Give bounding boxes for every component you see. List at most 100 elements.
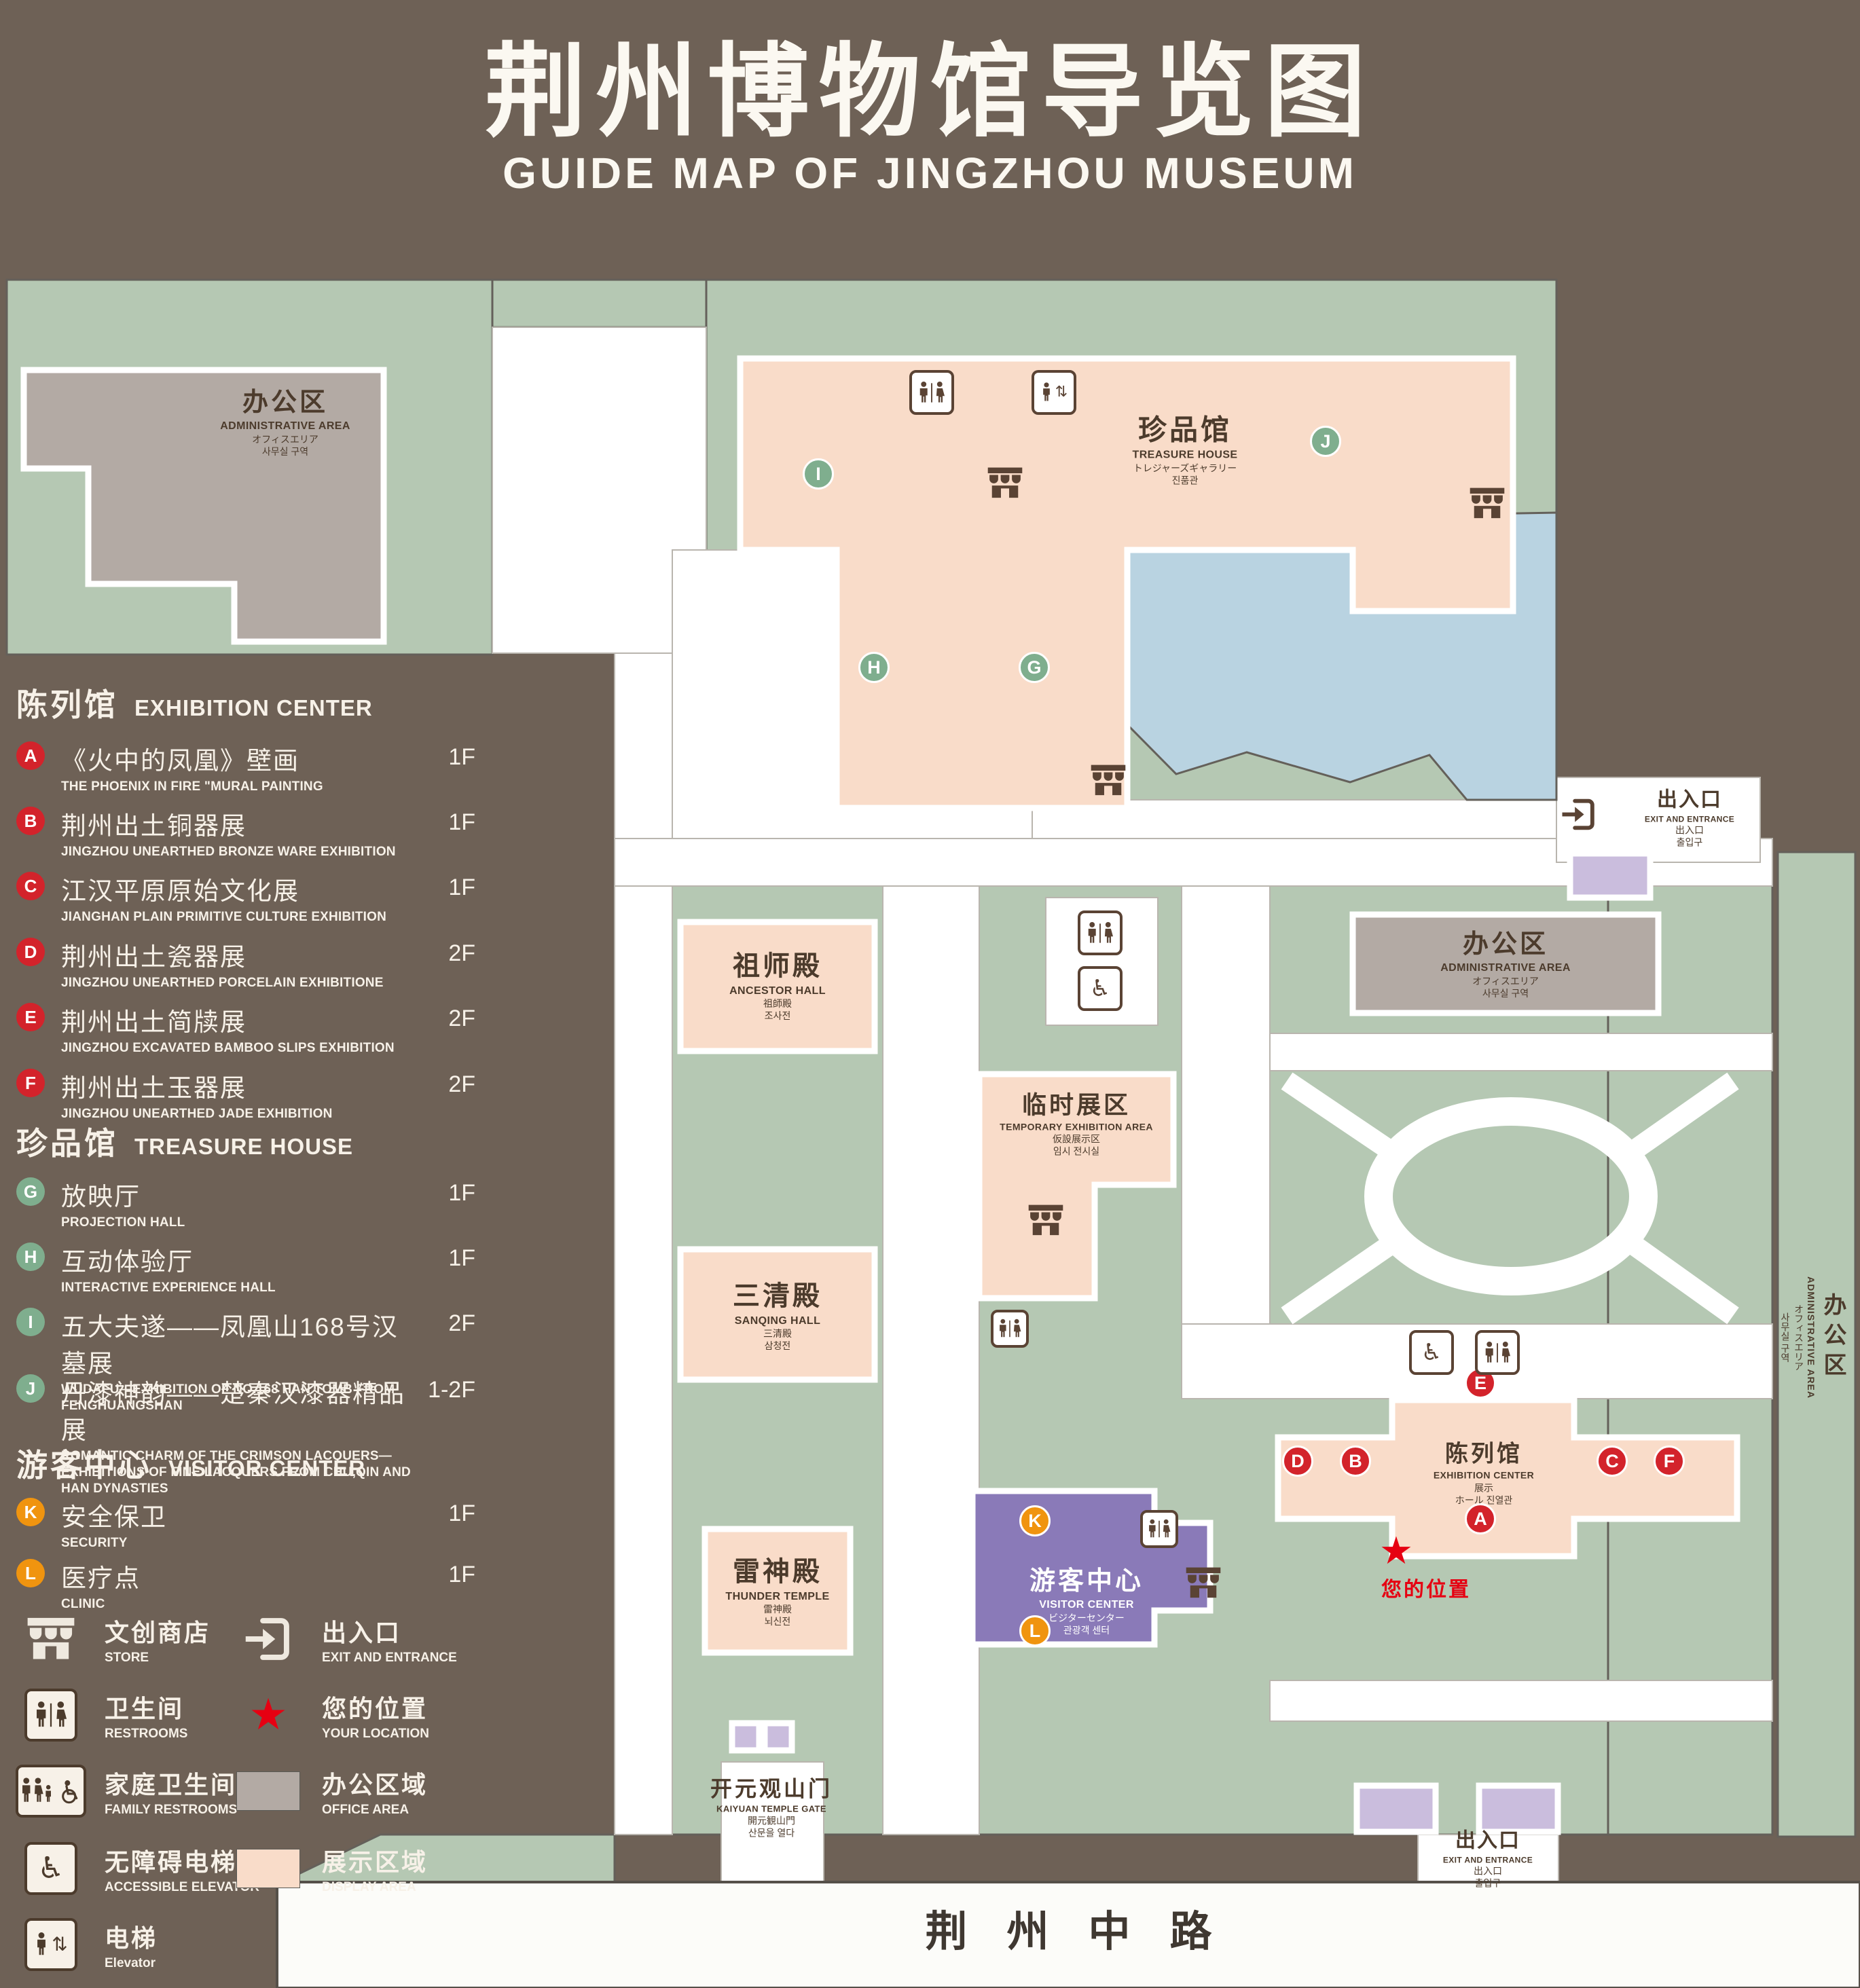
item-floor: 2F <box>448 1006 475 1031</box>
label-en: TREASURE HOUSE <box>1132 449 1238 461</box>
building-ancestor-hall <box>677 919 878 1054</box>
label-ja: 雷神殿 <box>763 1604 792 1615</box>
symbol-zh: 您的位置 <box>322 1694 428 1723</box>
gate-pavilion-west <box>729 1720 763 1754</box>
item-title-zh: 放映厅 <box>61 1183 141 1211</box>
label-ja: オフィスエリア <box>252 433 318 445</box>
restroom-icon <box>1140 1510 1178 1548</box>
map-marker-J: J <box>1310 426 1341 457</box>
label-zh: 出入口 <box>1455 1829 1520 1852</box>
map-label-exhibition-center: 陈列馆 EXHIBITION CENTER 展示 ホール 진열관 <box>1434 1441 1534 1507</box>
label-en: ADMINISTRATIVE AREA <box>1440 962 1571 974</box>
map-label-admin-east: 办公区 ADMINISTRATIVE AREA オフィスエリア 사무실 구역 <box>1780 1046 1850 1630</box>
legend-item-K: K 安全保卫 SECURITY 1F <box>16 1496 496 1551</box>
label-zh: 临时展区 <box>1021 1090 1131 1119</box>
legend-section-treasure-house: 珍品馆 TREASURE HOUSE <box>16 1119 353 1164</box>
symbol-zh: 电梯 <box>105 1923 158 1952</box>
symbol-zh: 展示区域 <box>322 1847 428 1876</box>
label-ko: 사무실 구역 <box>1780 1312 1791 1363</box>
building-temporary-exhibition <box>976 1071 1177 1302</box>
section-title-zh: 陈列馆 <box>16 687 118 722</box>
label-ja: オフィスエリア <box>1472 975 1539 987</box>
garden-path-sw <box>1281 1232 1402 1325</box>
label-en: VISITOR CENTER <box>1039 1599 1134 1611</box>
building-sanqing-hall <box>677 1246 878 1383</box>
garden-loop-path <box>1364 1097 1658 1295</box>
label-ja: オフィスエリア <box>1793 1304 1804 1371</box>
item-floor: 1F <box>448 875 475 900</box>
symbol-zh: 家庭卫生间 <box>105 1770 238 1799</box>
legend-symbol-elevator: ⇅ 电梯 Elevator <box>14 1916 158 1973</box>
map-marker-A: A <box>1465 1503 1496 1534</box>
legend-symbol-restrooms: 卫生间 RESTROOMS <box>14 1687 187 1744</box>
item-title-zh: 互动体验厅 <box>61 1248 194 1276</box>
path-garden-north <box>1269 1033 1773 1071</box>
legend-symbol-office-area: 办公区域 OFFICE AREA <box>231 1763 428 1820</box>
item-floor: 2F <box>448 1071 475 1097</box>
restroom-icon <box>909 370 954 415</box>
restroom-icon <box>14 1689 88 1742</box>
label-en: EXIT AND ENTRANCE <box>1442 1854 1533 1864</box>
label-ko: 뇌신전 <box>764 1616 791 1627</box>
map-label-ancestor-hall: 祖师殿 ANCESTOR HALL 祖師殿 조사전 <box>729 950 826 1022</box>
garden-path-ne <box>1622 1072 1739 1163</box>
marker-badge: B <box>16 807 45 835</box>
legend-symbol-exit: 出入口 EXIT AND ENTRANCE <box>231 1610 457 1668</box>
item-title-en: PROJECTION HALL <box>61 1215 185 1230</box>
map-marker-K: K <box>1019 1505 1051 1536</box>
item-title-zh: 江汉平原原始文化展 <box>61 877 299 905</box>
label-en: ADMINISTRATIVE AREA <box>220 420 350 432</box>
map-marker-D: D <box>1282 1446 1313 1477</box>
path-exhibition-south <box>1269 1680 1773 1722</box>
legend-symbol-family-restrooms: 家庭卫生间 FAMILY RESTROOMS <box>14 1763 237 1820</box>
item-title-en: INTERACTIVE EXPERIENCE HALL <box>61 1281 276 1295</box>
legend-item-H: H 互动体验厅 INTERACTIVE EXPERIENCE HALL 1F <box>16 1241 496 1296</box>
building-thunder-temple <box>701 1526 854 1656</box>
map-label-treasure-house: 珍品馆 TREASURE HOUSE トレジャーズギャラリー 진품관 <box>1133 413 1238 487</box>
marker-badge: L <box>16 1559 45 1587</box>
grounds-east-strip <box>1776 851 1857 1838</box>
label-ko: 출입구 <box>1676 836 1703 848</box>
location-star-icon: ★ <box>249 1690 288 1740</box>
symbol-zh: 出入口 <box>322 1618 402 1646</box>
symbol-zh: 办公区域 <box>322 1770 428 1799</box>
gate-corridor <box>721 1761 824 1883</box>
legend-symbol-store: 文创商店 STORE <box>14 1610 211 1668</box>
label-ko: 산문을 열다 <box>748 1827 795 1839</box>
item-floor: 1F <box>448 1180 475 1206</box>
map-label-exit-north: 出入口 EXIT AND ENTRANCE 出入口 출입구 <box>1645 788 1734 848</box>
section-title-zh: 珍品馆 <box>16 1126 118 1161</box>
exit-icon <box>231 1613 306 1665</box>
label-ja: 祖師殿 <box>763 998 792 1010</box>
elevator-icon: ⇅ <box>14 1918 88 1971</box>
store-icon <box>14 1615 88 1663</box>
label-ko: 관광객 센터 <box>1063 1624 1110 1636</box>
garden-path-se <box>1622 1232 1739 1325</box>
legend-item-D: D 荆州出土瓷器展 JINGZHOU UNEARTHED PORCELAIN E… <box>16 936 496 991</box>
symbol-zh: 卫生间 <box>105 1694 185 1723</box>
label-ko: 조사전 <box>764 1010 791 1022</box>
store-icon <box>1089 762 1128 802</box>
path-west-court <box>492 327 707 654</box>
jingzhou-middle-road <box>276 1881 1860 1988</box>
symbol-en: FAMILY RESTROOMS <box>105 1802 238 1817</box>
label-zh: 三清殿 <box>733 1281 822 1311</box>
legend-symbol-your-location: ★ 您的位置 YOUR LOCATION <box>231 1687 429 1744</box>
map-label-temporary-area: 临时展区 TEMPORARY EXHIBITION AREA 仮設展示区 임시 … <box>1000 1090 1153 1157</box>
label-zh: 办公区 <box>1820 1293 1846 1382</box>
legend-item-A: A 《火中的凤凰》壁画 THE PHOENIX IN FIRE "MURAL P… <box>16 740 496 795</box>
map-marker-I: I <box>803 458 834 490</box>
gate-pavilion-east <box>761 1720 795 1754</box>
map-label-admin-right: 办公区 ADMINISTRATIVE AREA オフィスエリア 사무실 구역 <box>1440 929 1571 999</box>
label-ko: 출입구 <box>1474 1877 1501 1889</box>
building-small-south-2 <box>1476 1782 1561 1835</box>
accessible-elevator-icon: ♿ <box>1409 1330 1454 1375</box>
item-floor: 1F <box>448 1245 475 1271</box>
building-small-north-exit <box>1567 850 1654 901</box>
label-zh: 游客中心 <box>1029 1566 1144 1596</box>
map-marker-F: F <box>1654 1446 1685 1477</box>
map-label-thunder-temple: 雷神殿 THUNDER TEMPLE 雷神殿 뇌신전 <box>725 1556 829 1627</box>
path-vertical-1 <box>882 885 980 1835</box>
legend-item-L: L 医疗点 CLINIC 1F <box>16 1558 496 1613</box>
label-zh: 陈列馆 <box>1445 1441 1522 1467</box>
